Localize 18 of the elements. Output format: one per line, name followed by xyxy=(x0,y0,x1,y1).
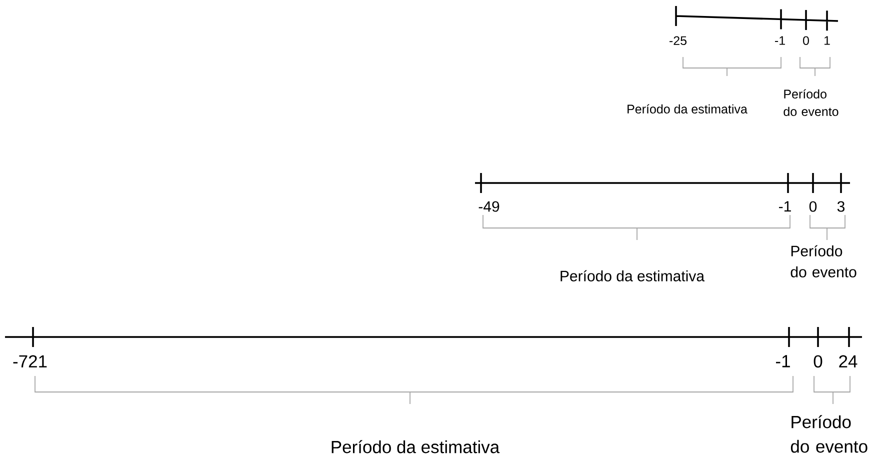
tick-label: 0 xyxy=(809,201,817,212)
tick-label: 24 xyxy=(839,355,858,368)
tick-label: 3 xyxy=(837,201,845,212)
period-label: Período da estimativa xyxy=(628,104,748,114)
period-label: Período do evento xyxy=(784,89,838,116)
tick-label: -25 xyxy=(670,36,687,46)
tick-label: 0 xyxy=(803,36,809,46)
tick-label: -49 xyxy=(478,201,500,212)
period-label: Período da estimativa xyxy=(332,440,500,454)
tick-label: -1 xyxy=(776,355,790,368)
tick-label: 1 xyxy=(824,36,830,45)
tick-label: 0 xyxy=(814,355,822,368)
tick-label: -721 xyxy=(13,355,47,368)
tick-label: -1 xyxy=(779,201,791,212)
tick-label: -1 xyxy=(775,36,785,45)
period-label: Período do evento xyxy=(790,245,856,278)
period-label: Período da estimativa xyxy=(560,270,705,282)
period-label: Período do evento xyxy=(790,415,868,453)
